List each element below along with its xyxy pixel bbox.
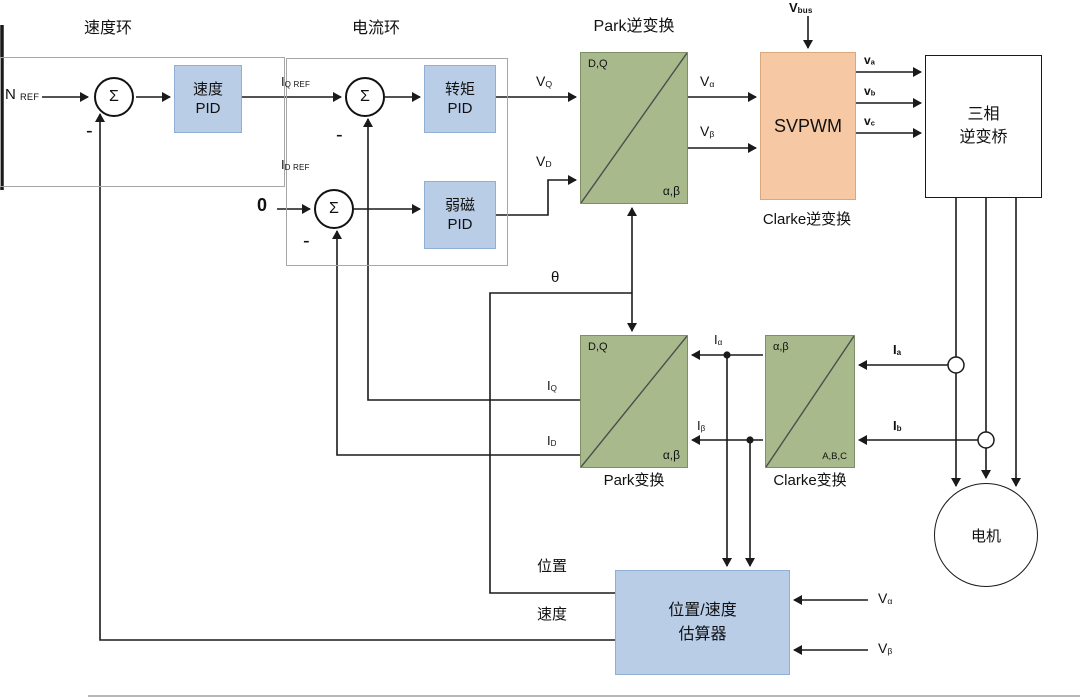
ia-label: Ia <box>893 342 902 357</box>
sigma-symbol: Σ <box>360 88 370 105</box>
speed-label: 速度 <box>537 606 568 623</box>
clarke-ab-label: α,β <box>773 341 789 353</box>
vc-label: vc <box>864 114 875 128</box>
wire-speed-feedback <box>95 113 615 641</box>
current-loop-outline <box>286 58 508 266</box>
estimator-block: 位置/速度 估算器 <box>615 570 790 675</box>
inverter-bridge-block: 三相 逆变桥 <box>925 55 1042 198</box>
va-label: va <box>864 53 875 67</box>
id-feedback-label: ID <box>547 433 557 448</box>
flux-pid-block: 弱磁 PID <box>424 181 496 249</box>
svpwm-label: SVPWM <box>773 115 842 136</box>
estimator-line1: 位置/速度 <box>668 601 737 619</box>
speed-pid-line1: 速度 <box>192 80 223 98</box>
wire-vd <box>496 175 577 216</box>
inverse-park-ab-label: α,β <box>662 184 680 198</box>
estimator-line2: 估算器 <box>678 625 727 643</box>
inverter-line2: 逆变桥 <box>959 128 1008 146</box>
zero-ref-label: 0 <box>257 195 268 215</box>
current-sensor-ia <box>947 356 965 374</box>
vb-label: vb <box>864 84 876 98</box>
speed-pid-block: 速度 PID <box>174 65 242 133</box>
wire-iq-feedback <box>363 118 580 401</box>
inverter-line1: 三相 <box>967 106 1000 124</box>
torque-pid-line1: 转矩 <box>444 80 475 98</box>
estimator-vbeta-label: Vβ <box>878 640 893 656</box>
ib-label: Ib <box>893 418 902 433</box>
estimator-valpha-label: Vα <box>878 590 893 606</box>
vbeta-label: Vβ <box>700 123 715 139</box>
inverse-clarke-title: Clarke逆变换 <box>762 211 852 228</box>
sigma-symbol: Σ <box>109 88 119 105</box>
ibeta-label: Iβ <box>697 418 706 433</box>
torque-sum-minus: - <box>336 124 343 146</box>
park-dq-label: D,Q <box>588 341 608 353</box>
current-loop-title: 电流环 <box>351 20 400 37</box>
iq-feedback-label: IQ <box>547 378 558 393</box>
inverse-park-dq-label: D,Q <box>588 58 608 70</box>
current-sensor-ib <box>977 431 995 449</box>
flux-pid-line1: 弱磁 <box>444 196 475 214</box>
ialpha-label: Iα <box>714 332 723 347</box>
torque-sum-junction: Σ <box>345 77 385 117</box>
svpwm-block: SVPWM <box>760 52 856 200</box>
clarke-block: α,β A,B,C <box>765 335 855 468</box>
motor-label: 电机 <box>970 527 1001 545</box>
sigma-symbol: Σ <box>329 200 339 217</box>
wire-position <box>489 292 632 594</box>
motor-block: 电机 <box>934 483 1038 587</box>
flux-sum-junction: Σ <box>314 189 354 229</box>
junction-dot-ialpha <box>723 351 731 359</box>
speed-loop-title: 速度环 <box>83 20 132 37</box>
inverse-park-title: Park逆变换 <box>593 18 675 35</box>
speed-sum-minus: - <box>86 120 93 142</box>
junction-dot-ibeta <box>746 436 754 444</box>
torque-pid-line2: PID <box>447 100 473 117</box>
speed-sum-junction: Σ <box>94 77 134 117</box>
valpha-label: Vα <box>700 73 715 89</box>
vq-label: VQ <box>536 73 553 89</box>
clarke-title: Clarke变换 <box>773 472 847 489</box>
speed-pid-line2: PID <box>195 100 221 117</box>
flux-pid-line2: PID <box>447 216 473 233</box>
park-ab-label: α,β <box>662 448 680 462</box>
id-ref-label: ID REF <box>281 157 310 172</box>
flux-sum-minus: - <box>303 230 310 252</box>
inverse-park-block: D,Q α,β <box>580 52 688 204</box>
vbus-label: Vbus <box>789 0 813 15</box>
park-block: D,Q α,β <box>580 335 688 468</box>
transform-diagonal <box>766 336 854 467</box>
speed-loop-outline <box>0 57 285 187</box>
position-label: 位置 <box>537 558 568 575</box>
iq-ref-label: IQ REF <box>281 74 311 89</box>
torque-pid-block: 转矩 PID <box>424 65 496 133</box>
clarke-abc-label: A,B,C <box>822 451 847 462</box>
park-title: Park变换 <box>603 472 665 489</box>
theta-label: θ <box>551 269 560 286</box>
transform-diagonal <box>581 53 687 203</box>
vd-label: VD <box>536 153 552 169</box>
n-ref-label: N REF <box>5 86 40 103</box>
wire-id-feedback <box>332 230 580 456</box>
